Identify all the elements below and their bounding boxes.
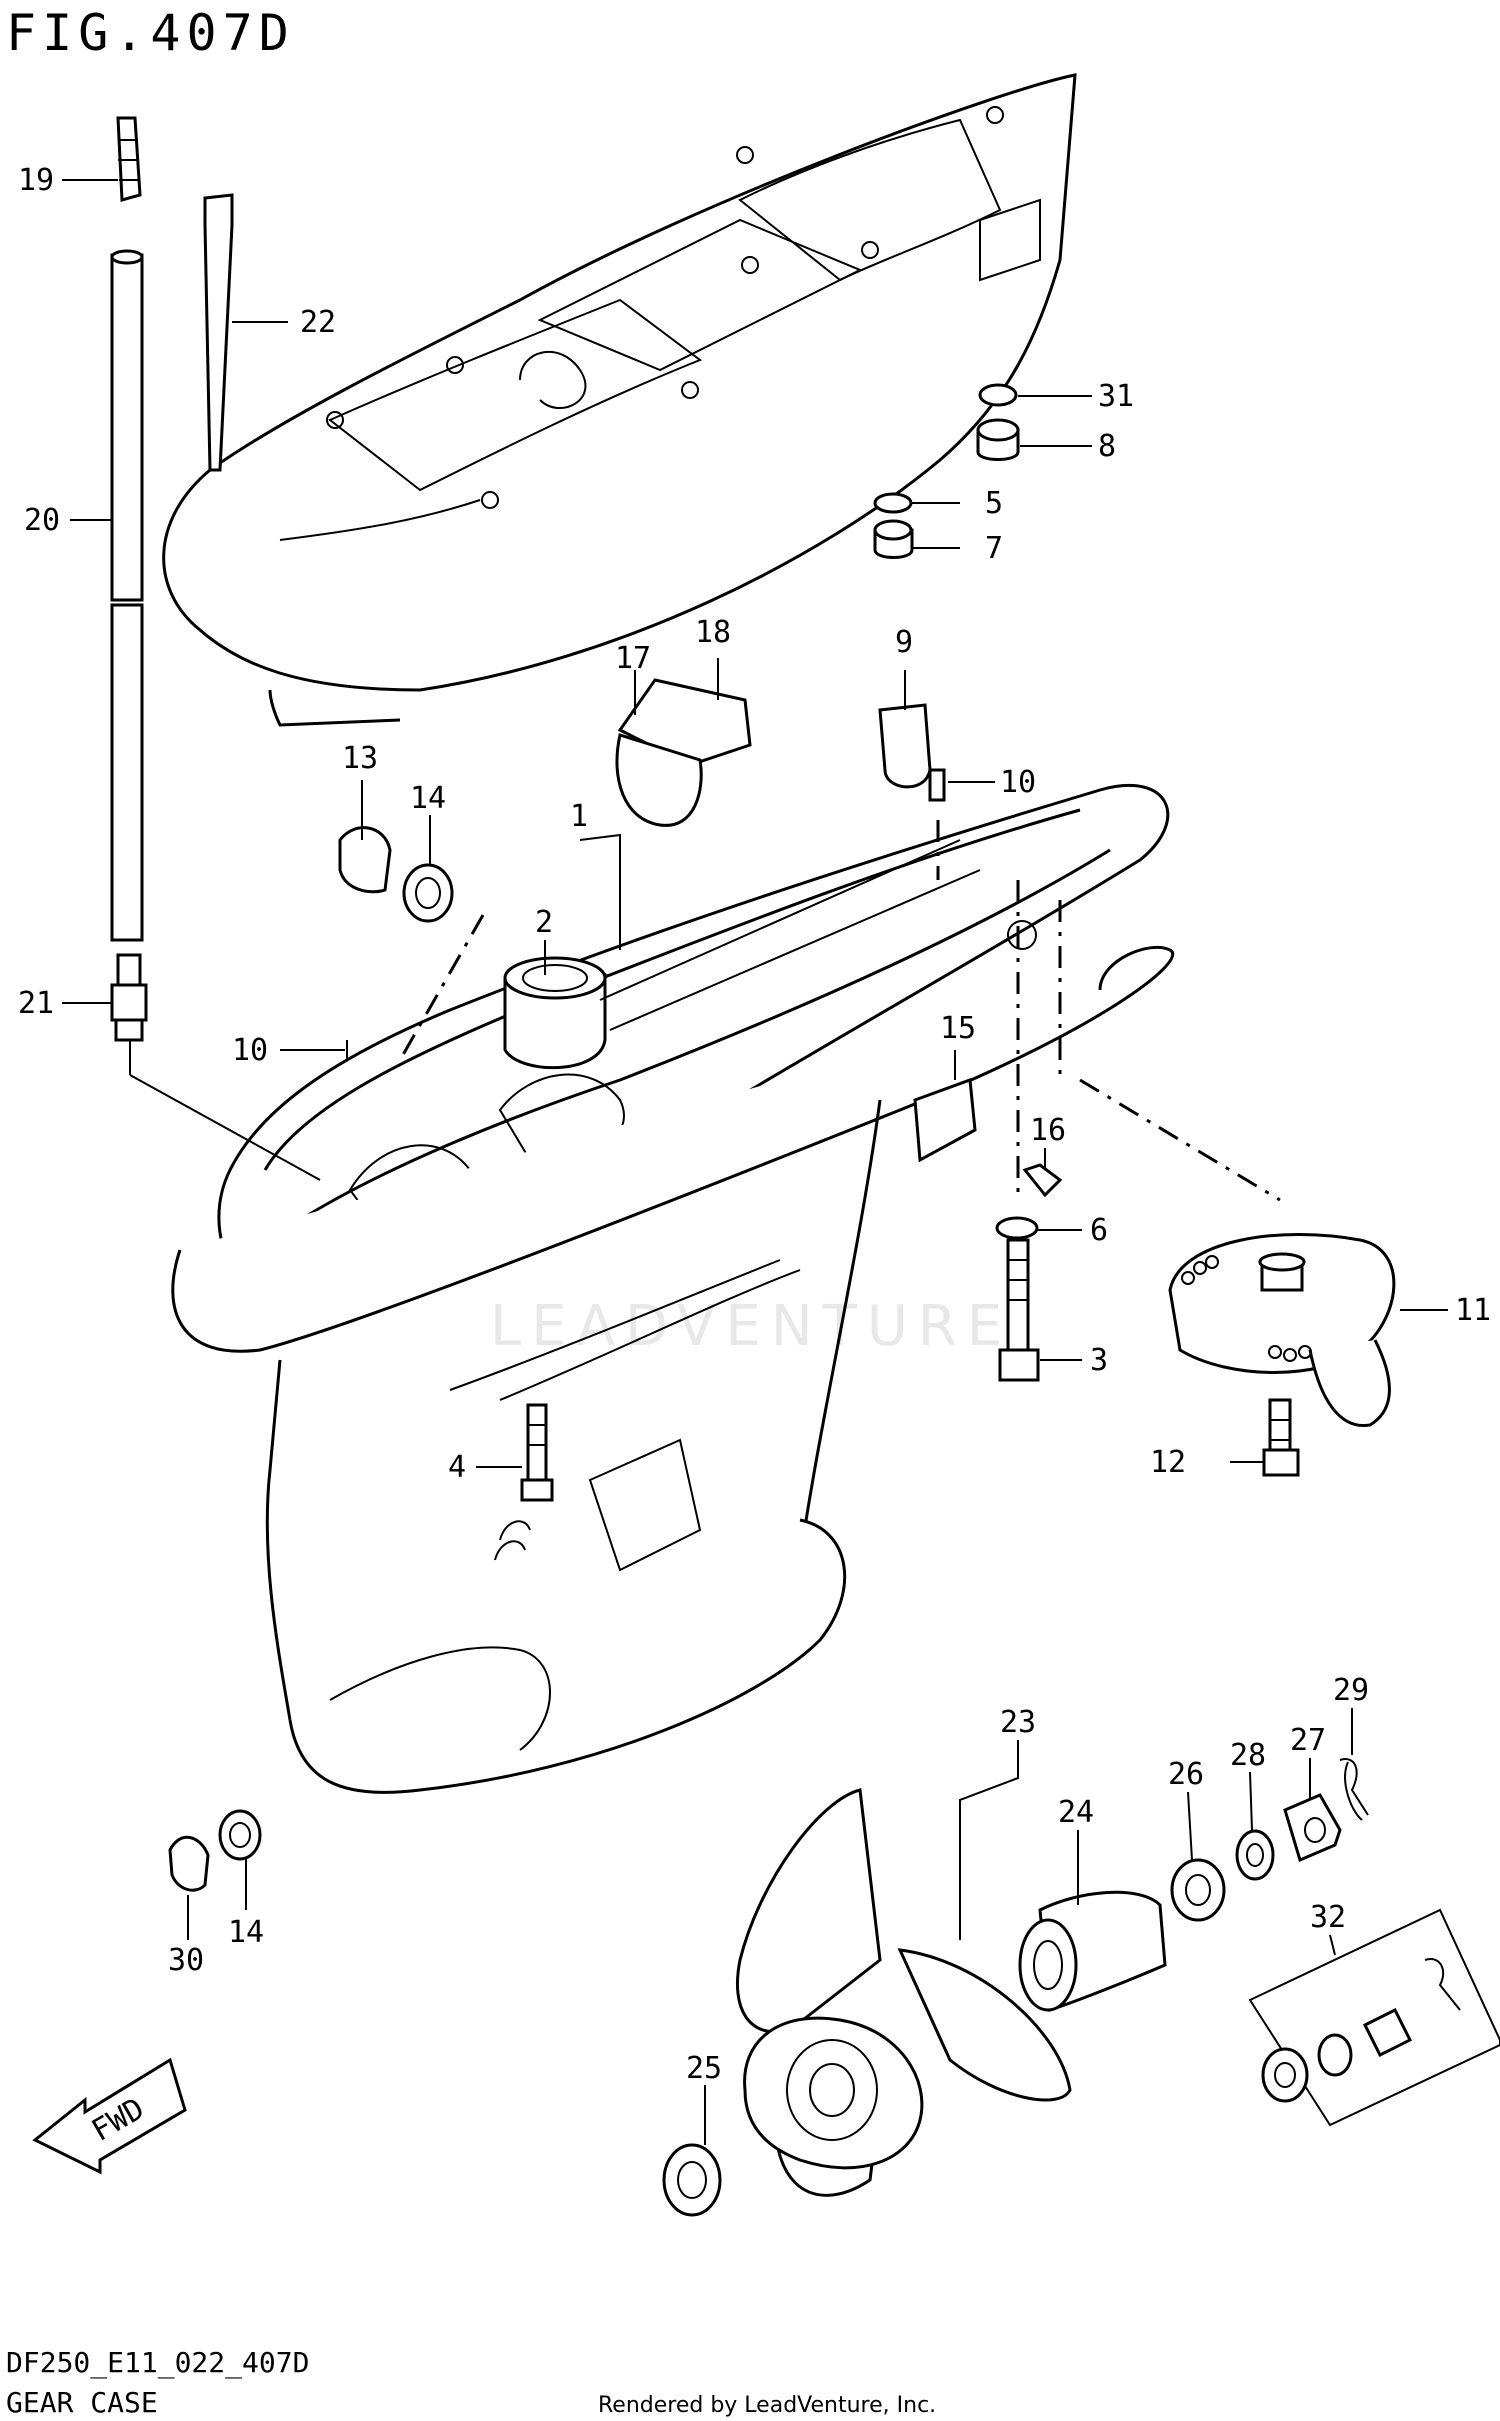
callout-12: 12 (1150, 1445, 1186, 1480)
callout-20: 20 (24, 503, 60, 538)
thrust-washer (662, 2143, 722, 2217)
callout-10-top: 10 (1000, 765, 1036, 800)
upper-cover (162, 73, 1077, 727)
callout-29: 29 (1333, 1673, 1369, 1708)
gear-case-housing (171, 783, 1175, 1794)
callout-32: 32 (1310, 1900, 1346, 1935)
drain-plug-bottom (168, 1809, 262, 1892)
callout-13: 13 (342, 741, 378, 776)
callout-21: 21 (18, 986, 54, 1021)
callout-1: 1 (570, 799, 588, 834)
trim-tab-bracket (913, 1077, 1063, 1198)
leader-lines (62, 179, 1448, 2145)
callout-24: 24 (1058, 1795, 1094, 1830)
callout-18: 18 (695, 615, 731, 650)
callout-14-bottom: 14 (228, 1915, 264, 1950)
callout-17: 17 (615, 641, 651, 676)
callout-6: 6 (1090, 1213, 1108, 1248)
callout-31: 31 (1098, 379, 1134, 414)
propeller (735, 1788, 1072, 2197)
callout-26: 26 (1168, 1757, 1204, 1792)
callout-14-top: 14 (410, 781, 446, 816)
bracket-clip (615, 678, 752, 827)
watermark: LEADVENTURE (490, 1294, 1012, 1359)
callout-11: 11 (1455, 1293, 1491, 1328)
bolt-with-washer (995, 1216, 1040, 1382)
washer-nut-set (873, 383, 1020, 559)
callout-22: 22 (300, 305, 336, 340)
drain-plug-top (338, 826, 454, 923)
callout-15: 15 (940, 1011, 976, 1046)
callout-2: 2 (535, 905, 553, 940)
callout-10-mid: 10 (232, 1033, 268, 1068)
anode-cap (878, 703, 946, 802)
callout-28: 28 (1230, 1738, 1266, 1773)
callout-4: 4 (448, 1450, 466, 1485)
figure-code: DF250_E11_022_407D (6, 2346, 309, 2380)
callout-16: 16 (1030, 1113, 1066, 1148)
callout-7: 7 (985, 531, 1003, 566)
render-credit: Rendered by LeadVenture, Inc. (598, 2393, 936, 2418)
trim-tab (1168, 1232, 1396, 1428)
callout-19: 19 (18, 163, 54, 198)
callout-3: 3 (1090, 1343, 1108, 1378)
figure-caption: GEAR CASE (6, 2386, 158, 2419)
callout-27: 27 (1290, 1723, 1326, 1758)
callout-9: 9 (895, 625, 913, 660)
nut-washer-pin-set (1170, 1758, 1369, 1922)
cable-tie (203, 193, 234, 472)
callout-25: 25 (686, 2051, 722, 2086)
callout-labels: 19 22 20 31 8 5 7 18 17 9 10 13 14 1 2 2… (18, 163, 1491, 2086)
water-tube-assembly (110, 116, 148, 1042)
callout-8: 8 (1098, 429, 1116, 464)
callout-5: 5 (985, 486, 1003, 521)
fwd-arrow: FWD (32, 2057, 187, 2175)
assembly-lines (398, 820, 1281, 1202)
spacer-bushing (1018, 1890, 1167, 2013)
callout-23: 23 (1000, 1705, 1036, 1740)
figure-title: FIG.407D (6, 4, 295, 62)
bolt-4 (520, 1403, 554, 1502)
bolt-12 (1262, 1398, 1300, 1477)
kit-32 (1248, 1908, 1500, 2127)
callout-30: 30 (168, 1943, 204, 1978)
